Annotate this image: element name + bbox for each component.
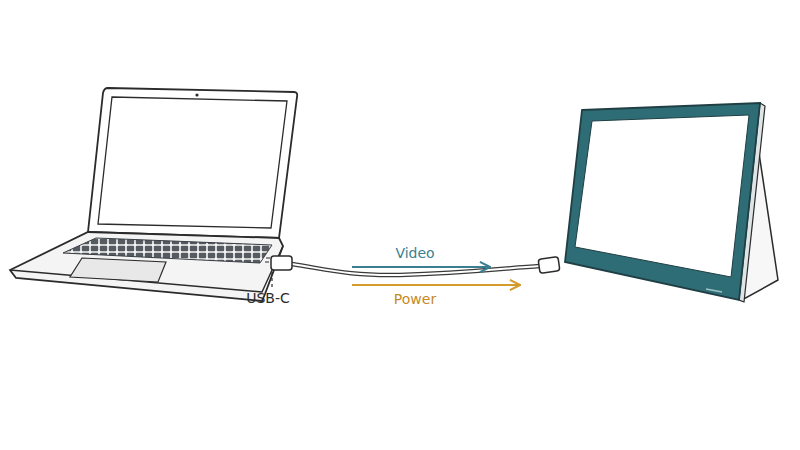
- video-arrow: [352, 266, 490, 268]
- port-label: USB-C: [246, 290, 290, 307]
- laptop: [10, 88, 297, 301]
- portable-monitor: [565, 103, 778, 302]
- signal-label: Power: [394, 291, 436, 308]
- power-arrow: [352, 284, 520, 286]
- leader-line: [271, 272, 272, 287]
- signal-label: Video: [395, 245, 434, 262]
